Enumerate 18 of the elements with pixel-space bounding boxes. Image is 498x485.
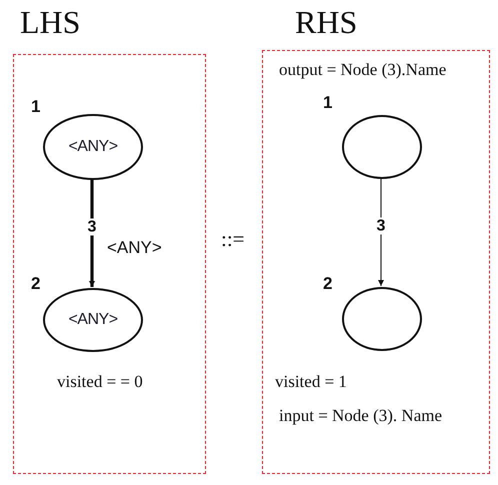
arrow (89, 179, 95, 287)
rule-text: visited = 1 (275, 372, 347, 392)
panel-heading: LHS (20, 4, 80, 40)
panel-heading: RHS (295, 4, 358, 40)
rule-text: output = Node (3).Name (279, 60, 446, 80)
arrow (378, 178, 384, 286)
edge-label: 3 (86, 218, 98, 236)
rule-text: <ANY> (107, 238, 162, 258)
node-number: 2 (31, 275, 40, 293)
node-label: <ANY> (68, 138, 118, 156)
rule-text: input = Node (3). Name (279, 406, 442, 426)
rule-text: ::= (221, 229, 245, 249)
rule-text: visited = = 0 (57, 372, 143, 392)
node-number: 1 (323, 94, 332, 112)
edge-label: 3 (376, 218, 386, 234)
node-label: <ANY> (68, 311, 118, 329)
node-number: 2 (323, 275, 332, 293)
node-number: 1 (31, 98, 40, 116)
